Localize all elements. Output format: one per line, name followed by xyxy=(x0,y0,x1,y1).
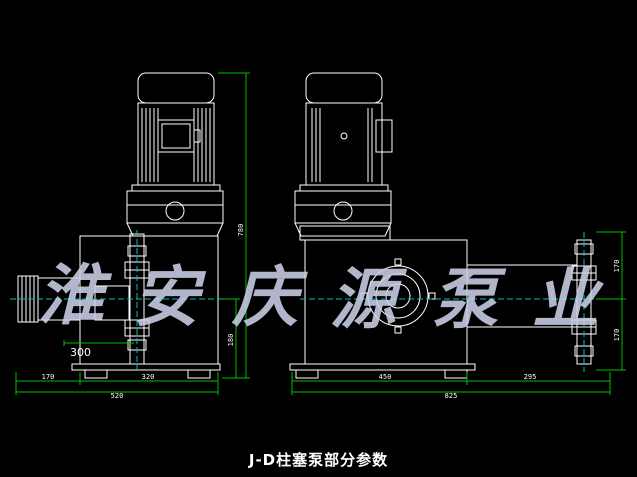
right-motor xyxy=(299,72,393,192)
left-gearbox xyxy=(126,190,224,237)
left-height-label: 780 xyxy=(237,224,245,237)
right-total-width-label: 825 xyxy=(445,392,458,400)
watermark-char-3: 庆 xyxy=(231,258,308,336)
left-width-label-2: 320 xyxy=(142,373,155,381)
watermark: 淮 安 庆 源 泵 业 xyxy=(38,256,604,338)
right-side-height-label: 170 xyxy=(613,260,621,273)
right-width-label-1: 450 xyxy=(379,373,392,381)
watermark-char-6: 业 xyxy=(532,260,604,338)
watermark-char-5: 泵 xyxy=(432,260,507,338)
left-pump-body xyxy=(17,235,221,371)
right-pump-body xyxy=(289,225,476,371)
left-offset-label: 300 xyxy=(70,346,91,359)
left-width-label-1: 170 xyxy=(42,373,55,381)
left-motor xyxy=(131,72,221,192)
right-width-label-2: 295 xyxy=(524,373,537,381)
right-center-height-label: 170 xyxy=(613,329,621,342)
dimensions xyxy=(15,72,626,395)
left-total-width-label: 520 xyxy=(111,392,124,400)
centerlines xyxy=(10,230,612,372)
left-base-height-label: 180 xyxy=(227,334,235,347)
watermark-char-2: 安 xyxy=(133,258,207,336)
right-gearbox xyxy=(294,190,392,237)
caption: J-D柱塞泵部分参数 xyxy=(248,451,389,469)
watermark-char-1: 淮 xyxy=(38,256,113,334)
watermark-char-4: 源 xyxy=(330,260,408,338)
left-view xyxy=(17,72,224,379)
